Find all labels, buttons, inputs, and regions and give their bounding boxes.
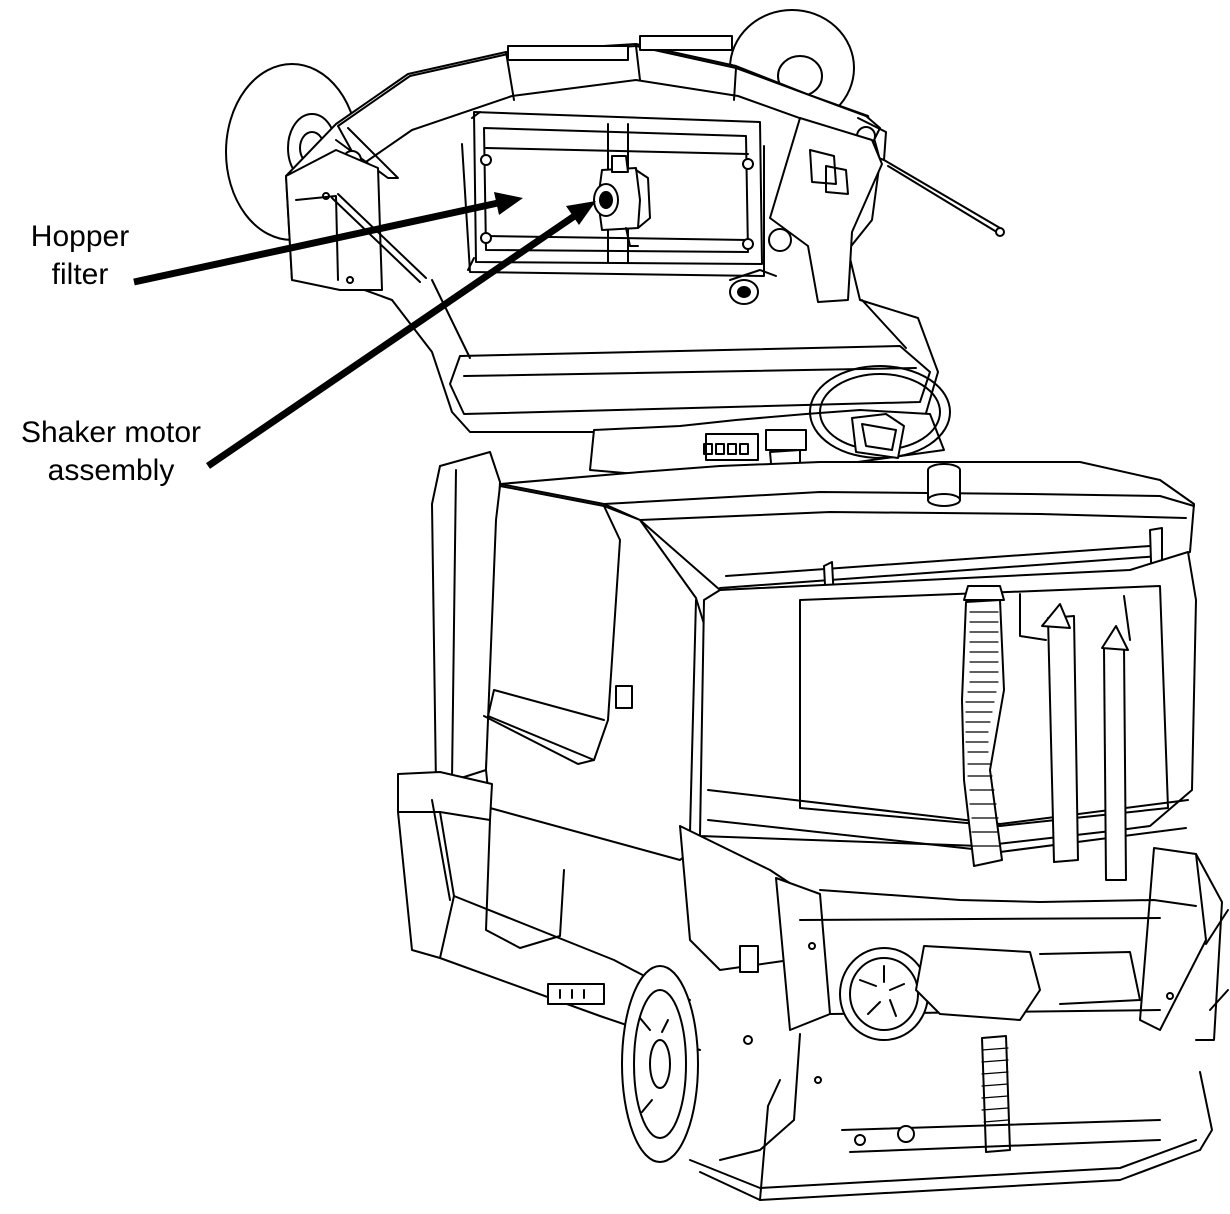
hopper-filter-arrow-line xyxy=(133,199,499,286)
shaker-motor-label-line1: Shaker motor xyxy=(20,416,202,449)
shaker-motor-drawing xyxy=(593,155,651,247)
shaker-motor-arrowhead xyxy=(566,201,596,225)
shaker-motor-label-line2: assembly xyxy=(47,454,175,487)
hose-column xyxy=(961,585,1005,867)
hopper-filter-arrowhead xyxy=(494,192,523,215)
callout-arrows xyxy=(133,192,596,469)
shaker-motor-arrow-line xyxy=(206,212,578,469)
hopper-assembly xyxy=(285,35,1005,433)
front-spring xyxy=(981,1035,1011,1153)
hopper-filter-label-line2: filter xyxy=(51,258,109,291)
sweeper-body xyxy=(397,365,1229,1201)
front-bumper xyxy=(679,825,1223,1201)
hopper-filter-callout: Hopper filter xyxy=(14,218,146,294)
front-cap xyxy=(839,947,929,1041)
rear-wheel xyxy=(621,965,699,1163)
steering-wheel xyxy=(809,365,951,459)
shaker-motor-callout: Shaker motor assembly xyxy=(4,414,218,490)
hopper-filter-label-line1: Hopper xyxy=(30,220,130,253)
